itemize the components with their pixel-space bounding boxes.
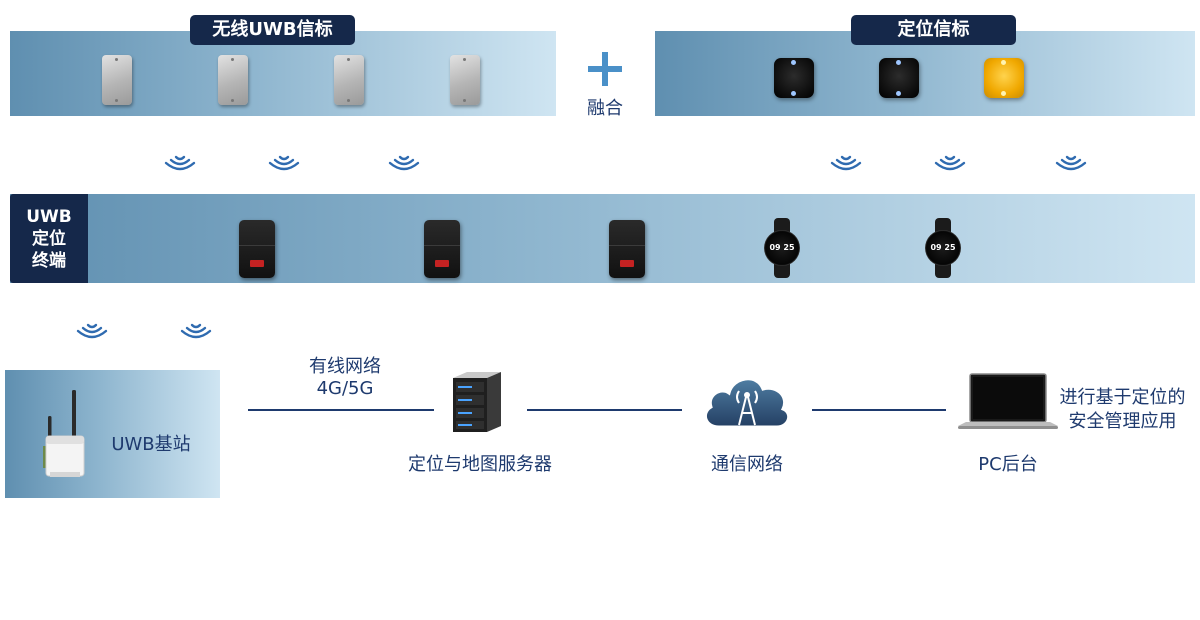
base-station-label: UWB基站 [111, 434, 191, 455]
uwb-terminal-title: UWB 定位 终端 [10, 194, 88, 283]
uwb-tag-device [424, 220, 460, 278]
wifi-icon [180, 323, 212, 339]
base-station-panel [5, 370, 220, 498]
terminal-label-line: 定位 [32, 228, 66, 249]
antenna-icon [38, 388, 94, 484]
fusion-label: 融合 [587, 98, 623, 119]
watch-time: 09 25 [925, 230, 961, 266]
server-icon [449, 370, 505, 434]
terminal-label-line: 终端 [32, 250, 66, 271]
uwb-beacon-device [102, 55, 132, 105]
wifi-icon [1055, 155, 1087, 171]
laptop-icon [958, 372, 1058, 432]
uwb-beacon-title: 无线UWB信标 [190, 15, 355, 45]
connection-line [248, 409, 434, 411]
locator-beacon-black [774, 58, 814, 98]
uwb-beacon-device [450, 55, 480, 105]
uwb-tag-device [609, 220, 645, 278]
wifi-icon [268, 155, 300, 171]
terminal-label-line: UWB [26, 206, 72, 227]
smartwatch-device: 09 25 [762, 218, 802, 278]
wifi-icon [934, 155, 966, 171]
cloud-tower-icon [699, 369, 795, 433]
watch-time: 09 25 [764, 230, 800, 266]
pc-label: PC后台 [978, 454, 1038, 475]
plus-icon [588, 52, 622, 86]
wifi-icon [76, 323, 108, 339]
server-label: 定位与地图服务器 [408, 454, 552, 475]
uwb-beacon-device [218, 55, 248, 105]
cloud-label: 通信网络 [711, 454, 783, 475]
locator-beacon-band [655, 31, 1195, 116]
locator-beacon-title: 定位信标 [851, 15, 1016, 45]
wifi-icon [388, 155, 420, 171]
connection-line [812, 409, 946, 411]
smartwatch-device: 09 25 [923, 218, 963, 278]
uwb-tag-device [239, 220, 275, 278]
wifi-icon [164, 155, 196, 171]
wifi-icon [830, 155, 862, 171]
wired-network-label: 有线网络 [309, 356, 381, 377]
connection-line [527, 409, 682, 411]
locator-beacon-black [879, 58, 919, 98]
app-label: 安全管理应用 [1068, 411, 1177, 432]
locator-beacon-yellow [984, 58, 1024, 98]
uwb-beacon-device [334, 55, 364, 105]
app-label: 进行基于定位的 [1059, 387, 1186, 408]
uwb-terminal-band [10, 194, 1195, 283]
wired-network-label: 4G/5G [316, 378, 374, 399]
